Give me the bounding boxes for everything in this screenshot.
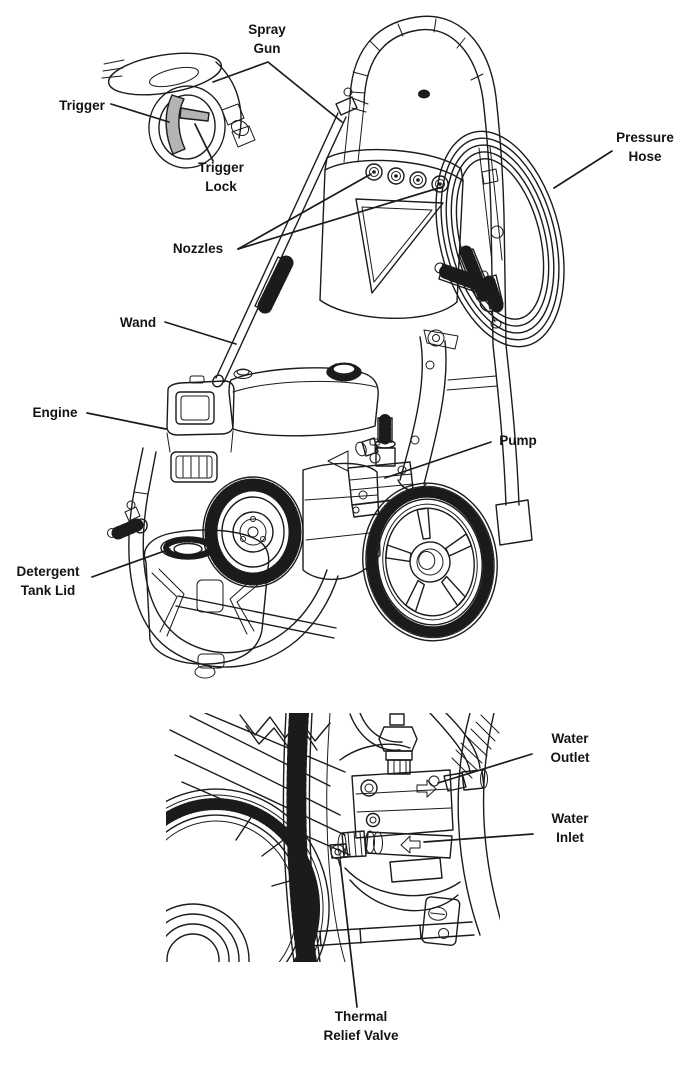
pressure-hose-coil — [435, 130, 565, 348]
detergent-tank-lid-cap — [160, 536, 216, 560]
engine-block — [302, 438, 381, 581]
spray-gun-stored-grips — [434, 262, 504, 313]
label-water-inlet: Water Inlet — [551, 811, 589, 845]
inset-housing — [293, 743, 461, 912]
leader-water-inlet — [423, 833, 534, 843]
wheel — [362, 482, 498, 642]
leader-detergent-tank-lid — [91, 548, 171, 578]
danger-sticker — [149, 66, 199, 88]
air-cleaner — [166, 375, 235, 436]
trigger-part — [165, 94, 186, 155]
leader-spray-gun — [212, 61, 343, 123]
label-nozzles: Nozzles — [172, 241, 224, 256]
label-trigger-lock: Trigger Lock — [198, 160, 244, 194]
inset-wheel-hub — [166, 815, 301, 962]
leader-wand — [164, 321, 237, 345]
label-spray-gun: Spray Gun — [248, 22, 286, 56]
leader-trigger-lock — [194, 123, 214, 162]
leader-engine — [86, 412, 167, 430]
wand-stored — [212, 87, 358, 388]
leader-lines — [86, 61, 613, 1008]
nozzle-panel — [319, 148, 464, 320]
label-engine: Engine — [32, 405, 78, 420]
leader-water-outlet — [437, 753, 533, 784]
frame-loop — [128, 447, 339, 669]
inlet-arrow-icon — [400, 835, 421, 854]
trigger-lock-part — [179, 107, 210, 122]
spray-gun-detail — [101, 52, 256, 169]
leader-nozzles-1 — [237, 173, 372, 250]
outlet-arrow-icon — [416, 779, 437, 798]
leader-trigger — [110, 103, 170, 123]
leader-pump — [384, 441, 492, 479]
leader-thermal-relief-valve — [339, 859, 358, 1008]
water-inlet-fitting — [337, 830, 453, 859]
leader-pressure-hose — [553, 150, 613, 189]
engine-assembly — [166, 362, 381, 639]
label-trigger: Trigger — [59, 98, 105, 113]
recoil-starter — [202, 476, 304, 588]
label-pressure-hose: Pressure Hose — [616, 130, 674, 164]
label-wand: Wand — [119, 315, 157, 330]
pump-closeup-inset — [166, 713, 500, 962]
inset-base — [307, 921, 475, 947]
muffler-grill — [170, 451, 218, 483]
nozzles-in-holder — [365, 163, 449, 193]
leader-nozzles-2 — [237, 186, 443, 250]
fuel-tank — [228, 362, 379, 437]
label-detergent-tank-lid: Detergent Tank Lid — [16, 564, 80, 598]
thermal-relief-valve-fitting — [329, 843, 349, 867]
label-water-outlet: Water Outlet — [550, 731, 590, 765]
pump-main — [347, 414, 415, 518]
detergent-tank — [107, 500, 270, 679]
siphon-fitting — [107, 500, 148, 540]
cart-handle — [343, 15, 507, 346]
inset-right-wheel — [451, 713, 500, 936]
label-pump: Pump — [499, 433, 537, 448]
label-thermal-relief-valve: Thermal Relief Valve — [323, 1009, 399, 1043]
